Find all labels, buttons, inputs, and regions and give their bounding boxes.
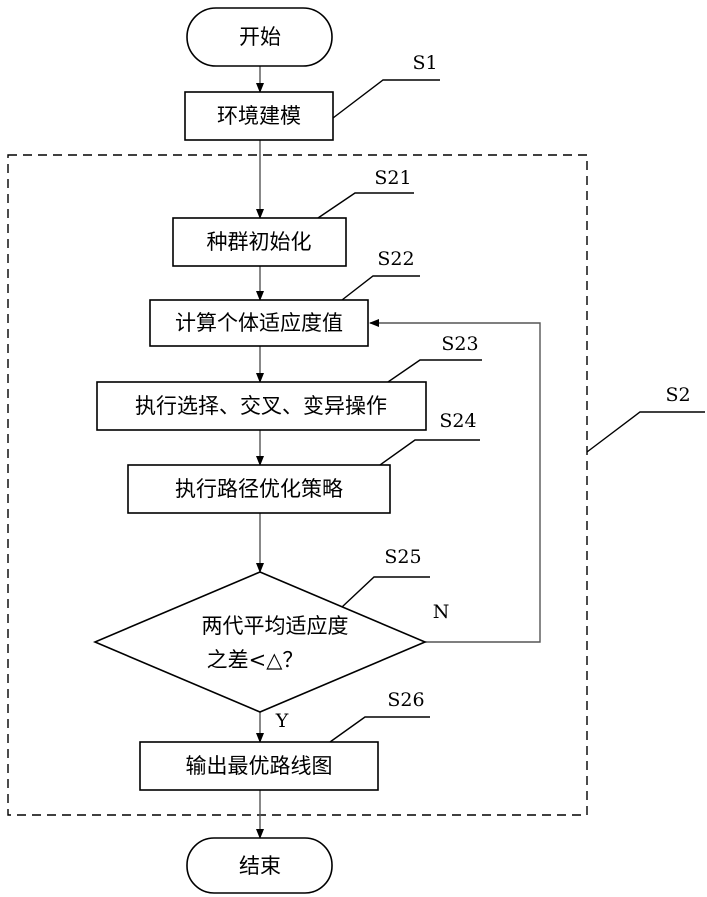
decision-label-line1: 两代平均适应度	[202, 614, 349, 638]
output-label: 输出最优路线图	[186, 754, 333, 778]
start-label: 开始	[239, 25, 281, 49]
end-label: 结束	[239, 854, 281, 878]
s23-leader	[388, 360, 482, 382]
s21-tag: S21	[374, 167, 411, 189]
s1-tag: S1	[412, 52, 437, 74]
s2-leader	[587, 412, 705, 452]
s26-leader	[330, 717, 430, 742]
s24-leader	[380, 440, 480, 465]
decision-no-label: N	[433, 601, 450, 623]
s23-tag: S23	[441, 333, 478, 355]
env-model-label: 环境建模	[217, 104, 301, 128]
fitness-label: 计算个体适应度值	[175, 311, 343, 335]
s22-leader	[342, 276, 420, 300]
s1-leader	[333, 80, 440, 118]
decision-label-line2: 之差<△？	[207, 648, 304, 672]
s2-tag: S2	[665, 384, 690, 406]
path-opt-label: 执行路径优化策略	[175, 477, 343, 501]
pop-init-label: 种群初始化	[207, 230, 312, 254]
decision-yes-label: Y	[275, 710, 289, 732]
s25-tag: S25	[384, 546, 421, 568]
s22-tag: S22	[377, 248, 414, 270]
s24-tag: S24	[439, 410, 476, 432]
s26-tag: S26	[387, 689, 424, 711]
genetic-ops-label: 执行选择、交叉、变异操作	[135, 394, 387, 418]
s25-leader	[342, 577, 430, 607]
edge-decision-no-loop	[370, 323, 540, 642]
s21-leader	[318, 193, 414, 218]
decision-diamond	[95, 572, 425, 712]
